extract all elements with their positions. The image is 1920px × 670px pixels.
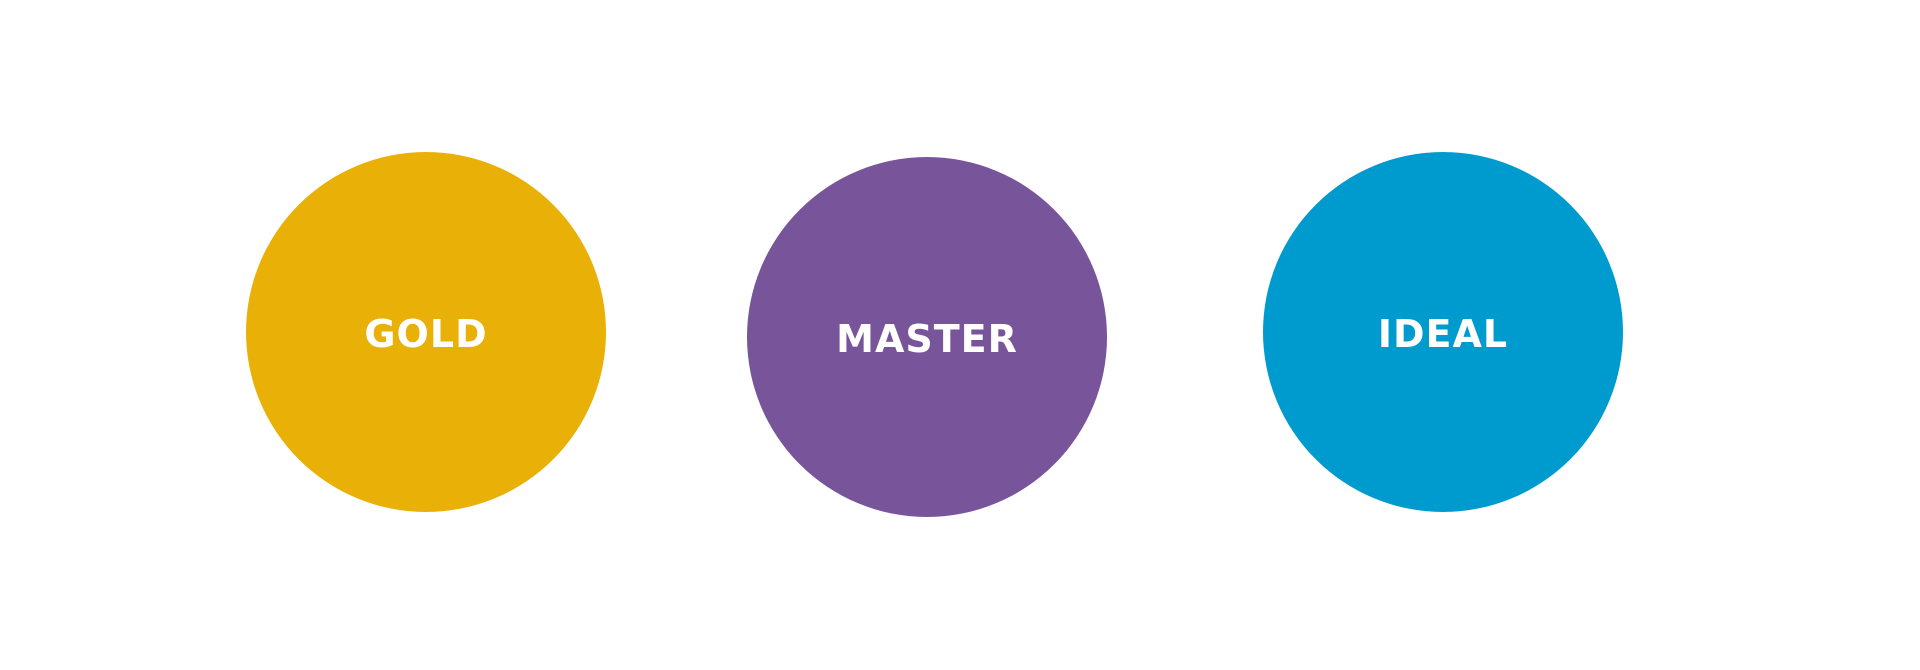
master-label: MASTER bbox=[836, 317, 1018, 361]
master-circle: MASTER bbox=[747, 157, 1107, 517]
gold-circle: GOLD bbox=[246, 152, 606, 512]
gold-label: GOLD bbox=[364, 312, 488, 356]
ideal-label: IDEAL bbox=[1377, 312, 1509, 356]
ideal-circle: IDEAL bbox=[1263, 152, 1623, 512]
